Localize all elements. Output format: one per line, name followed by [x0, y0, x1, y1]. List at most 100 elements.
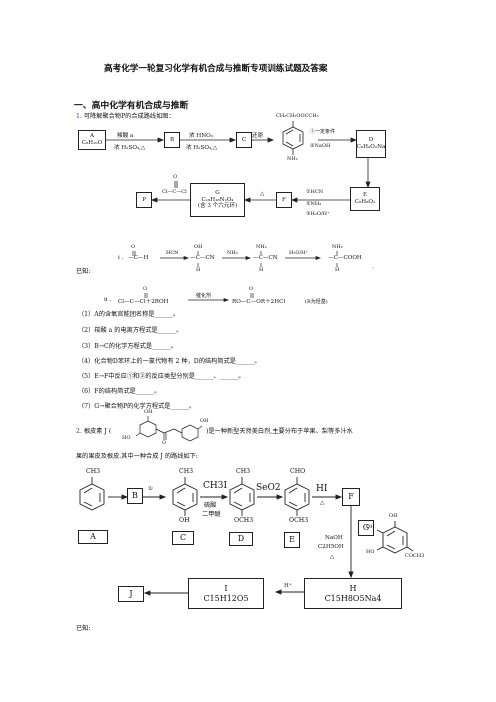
known-i-h2o: H₂O/H⁺ — [289, 250, 309, 256]
box-G-label: G — [215, 189, 220, 196]
box-G-note: (含 3 个六元环) — [197, 203, 238, 210]
box-F: F — [276, 192, 292, 208]
s2-ch3i: CH3I — [203, 481, 228, 491]
known-i-nh2a: NH₂ — [256, 244, 267, 250]
s2-box-H-formula: C15H8O5Na4 — [324, 593, 382, 603]
q1-number: 1. — [76, 113, 82, 120]
q1-subq-6: （6）F的结构简式是______。 — [78, 388, 161, 395]
s2-box-H-label: H — [349, 583, 357, 593]
reagent-2-bottom: 浓 H₂SO₄,△ — [186, 145, 218, 151]
s2-cho-e: CHO — [290, 468, 306, 475]
q2-stem-a: 根皮素 J ( — [83, 428, 112, 435]
s2-etoh: C2H5OH — [318, 544, 344, 550]
s2-box-B: B — [127, 488, 143, 504]
q1-known-label: 已知: — [76, 268, 91, 275]
box-D: D C₈H₉O₂Na — [356, 130, 386, 158]
box-C: C — [236, 132, 252, 148]
box-A-formula: C₈H₁₀O — [81, 140, 103, 146]
known-i-r3: —C—CN — [253, 255, 278, 261]
s2-box-I: I C15H12O5 — [188, 578, 264, 609]
reagent-4-a: ①一定条件 — [310, 129, 336, 135]
s2-box-I-formula: C15H12O5 — [203, 593, 249, 603]
reagent-5-a: ①HCN — [306, 189, 324, 195]
s2-step1: ① — [148, 486, 154, 492]
q2-struct-ho: HO — [122, 435, 131, 441]
s2-ch3-d: CH3 — [236, 468, 251, 475]
known-i-o: O — [131, 244, 136, 250]
known-ii-num: ii . — [104, 297, 112, 303]
known-i-h3: H — [335, 267, 340, 273]
q2-struct-oh2: OH — [200, 418, 209, 424]
known-ii-left: Cl—C—Cl＋2ROH — [118, 299, 169, 305]
q1-subq-3: （3）B→C的化学方程式是______。 — [78, 343, 177, 350]
heat-symbol: △ — [260, 191, 265, 197]
known-i-r4: —C—COOH — [328, 255, 362, 261]
q1-subq-7: （7）G→聚合物P的化学方程式是______。 — [78, 403, 196, 410]
phosgene-o: O — [173, 174, 178, 180]
s2-ch3-a: CH3 — [86, 468, 101, 475]
box-D-formula: C₈H₉O₂Na — [356, 144, 386, 150]
reagent-5-b: ②NH₃ — [306, 201, 322, 207]
reagent-3: 还原 — [252, 133, 264, 139]
known-i-r1: —C—H — [128, 255, 149, 261]
box-A: A C₈H₁₀O — [78, 130, 106, 150]
s2-hi-heat: △ — [320, 500, 325, 506]
q2-struct-oh1: OH — [144, 409, 153, 415]
box-P: P — [136, 192, 152, 208]
q2-stem-line1a: 2. 根皮素 J ( — [76, 426, 111, 435]
q2-stem-b: )是一种新型天然美白剂,主要分布于苹果、梨等多汁水 — [206, 428, 353, 435]
section-title: 一、高中化学有机合成与推断 — [74, 101, 189, 111]
q2-stem-c: 果的果皮及根皮.其中一种合成 J 的路线如下: — [76, 453, 198, 460]
s2-g-ho: HO — [366, 549, 375, 555]
phosgene: Cl—C—Cl — [162, 189, 187, 195]
s2-cond-1: 硫酸 — [204, 502, 217, 509]
s2-box-D: D — [229, 532, 253, 546]
box-D-label: D — [368, 137, 374, 144]
reagent-5-c: ③H₂O/H⁺ — [306, 211, 330, 217]
known-ii-o2: O — [249, 286, 254, 292]
s2-och3-d: OCH3 — [234, 517, 254, 524]
s2-box-G: G — [358, 520, 374, 536]
known-i-nh2b: NH₂ — [332, 244, 343, 250]
mid-substituent-bottom: NH₂ — [287, 156, 298, 162]
box-A-label: A — [89, 133, 95, 140]
known-i-num: i . — [118, 255, 124, 261]
document-title: 高考化学一轮复习化学有机合成与推断专项训练试题及答案 — [104, 64, 328, 74]
q1-stem-text: 可降解聚合物P的合成路线如图： — [83, 113, 175, 120]
q2-known-label: 已知: — [76, 625, 91, 632]
known-i-r2: —C—CN — [190, 255, 215, 261]
s2-box-H: H C15H8O5Na4 — [304, 578, 402, 609]
s2-och3-e: OCH3 — [289, 517, 309, 524]
s2-hplus: H⁺ — [284, 583, 292, 589]
q1-subq-4: （4）化合物D苯环上的一氯代物有 2 种，D的结构简式是______。 — [78, 358, 261, 365]
q1-stem: 1. 可降解聚合物P的合成路线如图： — [76, 111, 175, 120]
s2-cond-2: 二甲醚 — [202, 511, 221, 518]
box-G: G C₁₈H₁₈N₂O₄ (含 3 个六元环) — [190, 183, 245, 217]
s2-hi: HI — [316, 484, 328, 494]
mid-substituent-top: CH₂CH₂OOCCH₃ — [276, 113, 319, 119]
s2-ch3-c: CH3 — [179, 468, 194, 475]
known-i-dot: . — [372, 264, 374, 270]
reagent-4-b: ②NaOH — [310, 143, 331, 149]
q2-struct-o: O — [162, 440, 167, 446]
s2-box-A: A — [78, 530, 108, 544]
known-ii-note: (R为烃基) — [305, 299, 328, 305]
reagent-2-top: 浓 HNO₃ — [189, 133, 213, 139]
s2-g-oh-top: OH — [389, 513, 398, 519]
box-E: E C₈H₈O₂ — [350, 187, 380, 211]
box-E-label: E — [362, 192, 368, 199]
s2-oh-c: OH — [179, 517, 190, 524]
s2-naoh: NaOH — [325, 535, 343, 541]
q2-number: 2. — [76, 428, 82, 435]
q1-subq-5: （5）E→F中反应①和②的反应类型分别是______、______。 — [78, 373, 245, 380]
s2-g-oh-left: OH — [366, 524, 375, 530]
s2-box-J: J — [118, 586, 144, 602]
known-i-oh: OH — [194, 244, 203, 250]
known-i-hcn: HCN — [166, 250, 179, 256]
known-ii-o1: O — [143, 286, 148, 292]
